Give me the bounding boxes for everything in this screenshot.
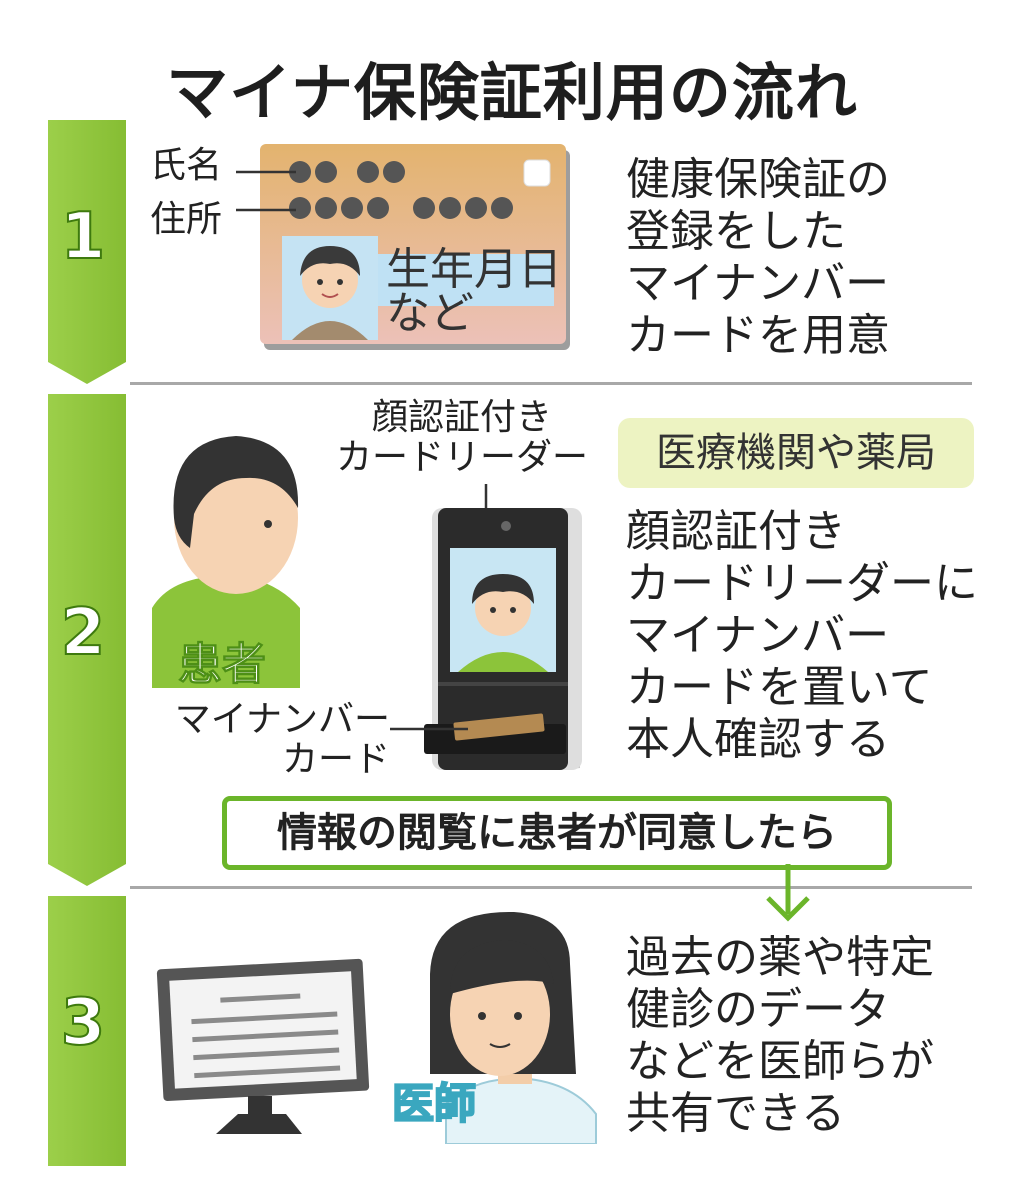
card-reader-label: 顔認証付き カードリーダー	[336, 397, 589, 478]
page-title: マイナ保険証利用の流れ	[166, 56, 858, 129]
step-separator-2	[130, 886, 972, 889]
card-label-pointer	[390, 727, 468, 731]
monitor-illustration	[156, 958, 370, 1134]
patient-label: 患者	[178, 639, 267, 691]
location-tag: 医療機関や薬局	[618, 418, 974, 488]
card-birthdate-text: 生年月日 など	[386, 244, 562, 339]
step-3-bar	[48, 896, 126, 1166]
step-separator-1	[130, 382, 972, 385]
step-1-description: 健康保険証の 登録をした マイナンバー カードを用意	[626, 154, 890, 361]
step-1-arrow	[48, 120, 126, 384]
step-2-description: 顔認証付き カードリーダーに マイナンバー カードを置いて 本人確認する	[626, 506, 978, 765]
face-recognition-card-reader-illustration	[424, 508, 582, 770]
step-progress-bar	[48, 120, 126, 1166]
label-address: 住所	[150, 199, 223, 240]
step-2-arrow	[48, 394, 126, 886]
consent-arrow	[766, 864, 810, 922]
label-leader-lines	[236, 170, 296, 212]
patient-illustration	[152, 436, 300, 688]
label-name: 氏名	[150, 145, 223, 186]
my-number-card-illustration	[260, 144, 570, 350]
step-1-number: 1	[60, 199, 107, 275]
doctor-illustration	[430, 911, 597, 1144]
consent-condition-box: 情報の閲覧に患者が同意したら	[222, 796, 892, 870]
my-number-card-label: マイナンバー カード	[174, 699, 390, 780]
step-3-description: 過去の薬や特定 健診のデータ などを医師らが 共有できる	[626, 932, 934, 1139]
step-3-number: 3	[60, 985, 107, 1061]
step-2-number: 2	[60, 595, 107, 671]
doctor-label: 医師	[391, 1078, 477, 1129]
